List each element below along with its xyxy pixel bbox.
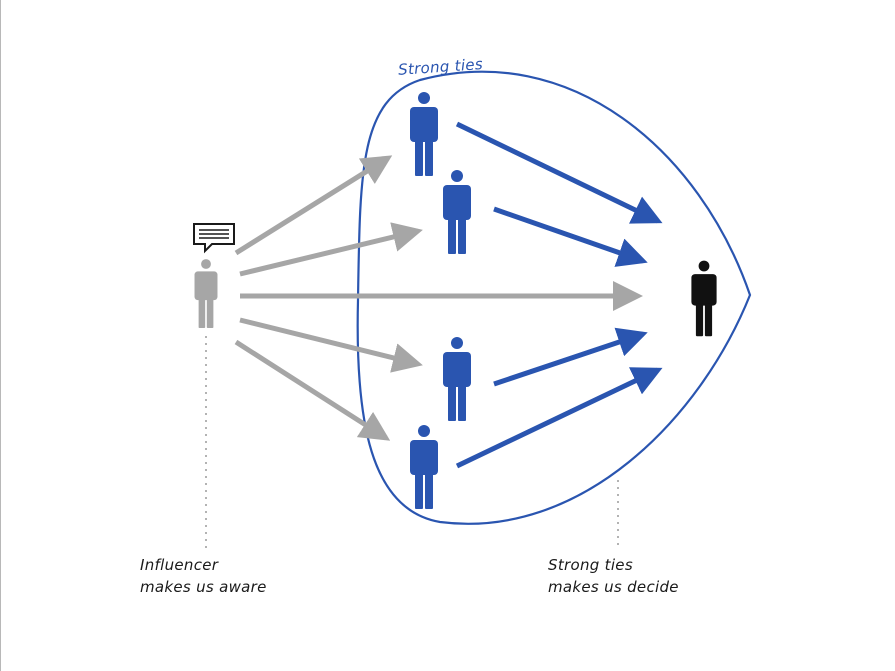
influencer-caption-line2: makes us aware xyxy=(140,578,267,596)
strong-ties-boundary xyxy=(356,70,752,525)
strong-tie-person-icon xyxy=(410,92,438,176)
influencer-caption-line1: Influencer xyxy=(140,556,219,574)
influencer-arrow-5 xyxy=(234,339,391,441)
strong-tie-arrow-1 xyxy=(455,121,663,224)
strong-ties-caption-line1: Strong ties xyxy=(548,556,633,574)
strong-ties-caption-line2: makes us decide xyxy=(548,578,679,596)
speech-bubble-icon xyxy=(193,223,235,254)
strong-tie-arrow-3 xyxy=(493,327,648,387)
strong-tie-arrow-2 xyxy=(493,206,648,267)
strong-ties-group-label: Strong ties xyxy=(398,55,484,79)
influencer-person-icon xyxy=(194,259,218,328)
strong-tie-arrow-4 xyxy=(455,367,663,469)
strong-tie-person-icon xyxy=(443,337,471,421)
influencer-arrow-4 xyxy=(239,317,423,373)
strong-tie-person-icon xyxy=(443,170,471,254)
influencer-arrow-1 xyxy=(234,155,393,256)
strong-tie-person-icon xyxy=(410,425,438,509)
influencer-arrow-2 xyxy=(239,222,423,277)
page-edge xyxy=(0,0,1,671)
decider-person-icon xyxy=(691,260,717,337)
